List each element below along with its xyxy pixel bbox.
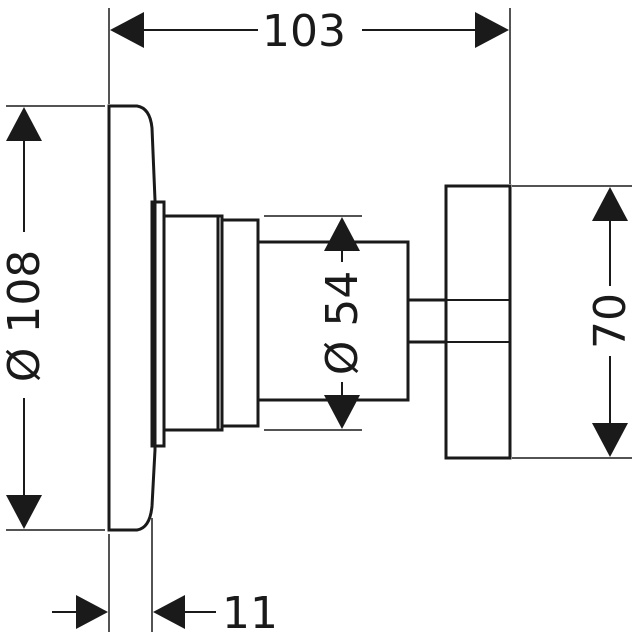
dim-handle-height: 70 <box>585 187 636 457</box>
dim-body-diameter: Ø 54 <box>317 217 368 429</box>
part-outline <box>107 104 512 532</box>
arrow-down-icon <box>324 395 360 429</box>
dim-label-108: Ø 108 <box>0 250 50 383</box>
dim-label-103: 103 <box>262 6 346 57</box>
arrow-up-icon <box>324 217 360 251</box>
dim-overall-depth: 103 <box>110 6 509 57</box>
arrow-down-icon <box>6 495 42 529</box>
arrow-right-icon <box>76 595 108 629</box>
wall-plate <box>107 104 157 532</box>
collar <box>220 218 260 428</box>
handle-stem <box>406 298 448 344</box>
cross-handle <box>444 184 512 460</box>
arrow-up-icon <box>6 107 42 141</box>
arrow-left-icon <box>153 595 185 629</box>
arrow-down-icon <box>592 423 628 457</box>
dim-label-54: Ø 54 <box>317 271 368 376</box>
dim-plate-diameter: Ø 108 <box>0 107 50 529</box>
arrow-right-icon <box>475 12 509 48</box>
body-cylinder <box>162 214 220 432</box>
dim-label-11: 11 <box>222 588 278 639</box>
extension-lines <box>6 8 632 632</box>
dim-plate-thickness: 11 <box>52 588 278 639</box>
arrow-left-icon <box>110 12 144 48</box>
dim-label-70: 70 <box>585 293 636 349</box>
arrow-up-icon <box>592 187 628 221</box>
